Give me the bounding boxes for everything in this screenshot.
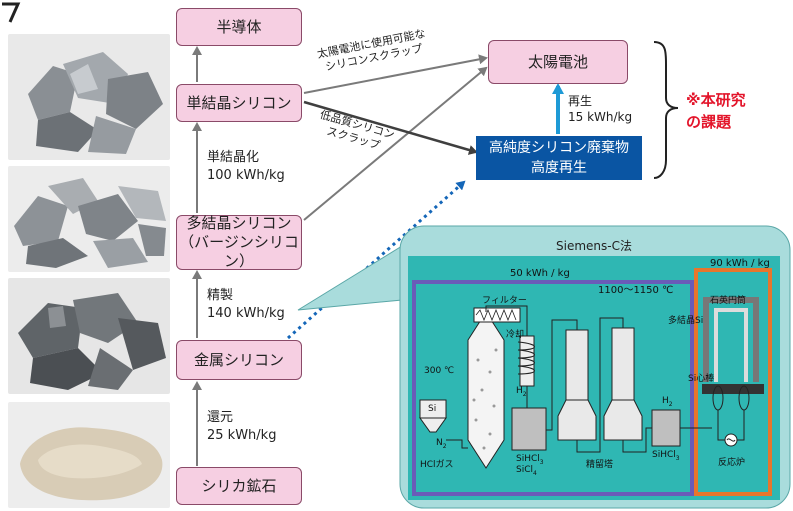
box-hp-label: 高純度シリコン廃棄物 <box>489 140 629 156</box>
label-filter: フィルター <box>482 296 527 306</box>
step-reduce-label: 還元 <box>207 410 234 425</box>
label-si: Si <box>428 404 437 414</box>
photo-metallurgical-silicon <box>8 278 170 394</box>
label-h2-b-text: H <box>662 396 669 406</box>
label-reactor: 反応炉 <box>718 458 746 468</box>
box-solar-label: 太陽電池 <box>527 52 588 71</box>
label-sihcl3-b-text: SiHCl <box>652 450 676 460</box>
step-refine-energy: 140 kWh/kg <box>207 306 285 321</box>
step-monocrystallize-label: 単結晶化 <box>207 150 260 165</box>
label-n2-text: N <box>436 438 443 448</box>
research-topic-line1: ※本研究 <box>686 91 746 109</box>
label-sicl4-text: SiCl <box>516 465 533 475</box>
label-sicl4: SiCl4 <box>516 465 537 477</box>
step-recycle-label: 再生 <box>568 94 593 108</box>
label-hcl-gas: HClガス <box>420 460 454 470</box>
box-mono-label: 単結晶シリコン <box>186 93 292 112</box>
photo-silica-ore <box>8 402 170 508</box>
box-silica-label: シリカ鉱石 <box>201 476 277 495</box>
label-n2: N2 <box>436 438 447 450</box>
box-poly-label: 多結晶シリコン <box>186 214 292 232</box>
research-topic-line2: の課題 <box>686 113 732 131</box>
siemens-energy-reactor: 90 kWh / kg <box>710 258 770 269</box>
label-h2-a: H2 <box>516 386 527 398</box>
photo-monocrystalline-silicon <box>8 34 170 160</box>
label-distillation: 精留塔 <box>586 460 614 470</box>
label-sihcl3-a: SiHCl3 <box>516 454 544 466</box>
box-semiconductor-label: 半導体 <box>216 17 262 36</box>
siemens-temp-reactor: 1100～1150 ℃ <box>598 285 674 296</box>
label-polysi: 多結晶Si <box>668 316 704 326</box>
box-solar-cell: 太陽電池 <box>488 40 628 84</box>
box-poly-sublabel: （バージンシリコン） <box>179 233 299 270</box>
label-temp-300: 300 ℃ <box>424 366 455 376</box>
box-hp-sublabel: 高度再生 <box>531 160 587 176</box>
box-monocrystalline-silicon: 単結晶シリコン <box>176 84 302 122</box>
siemens-title: Siemens-C法 <box>556 239 632 253</box>
box-silica-ore: シリカ鉱石 <box>176 467 302 505</box>
step-monocrystallize-energy: 100 kWh/kg <box>207 168 285 183</box>
label-sihcl3-a-text: SiHCl <box>516 454 540 464</box>
siemens-energy-main: 50 kWh / kg <box>510 268 570 279</box>
box-polycrystalline-silicon: 多結晶シリコン （バージンシリコン） <box>176 214 302 270</box>
photo-polycrystalline-silicon <box>8 166 170 272</box>
label-si-rod: Si心棒 <box>688 374 715 384</box>
label-sihcl3-b: SiHCl3 <box>652 450 680 462</box>
box-semiconductor: 半導体 <box>176 8 302 46</box>
step-refine-label: 精製 <box>207 288 234 303</box>
label-cooling: 冷却 <box>506 330 525 340</box>
box-high-purity-recycling: 高純度シリコン廃棄物 高度再生 <box>476 136 642 180</box>
label-h2-a-text: H <box>516 386 523 396</box>
label-h2-b: H2 <box>662 396 673 408</box>
label-quartz-bell: 石英円筒 <box>710 296 747 306</box>
step-reduce-energy: 25 kWh/kg <box>207 428 277 443</box>
step-recycle-energy: 15 kWh/kg <box>568 110 633 124</box>
box-metallurgical-silicon: 金属シリコン <box>176 340 302 380</box>
box-metal-label: 金属シリコン <box>193 350 284 369</box>
